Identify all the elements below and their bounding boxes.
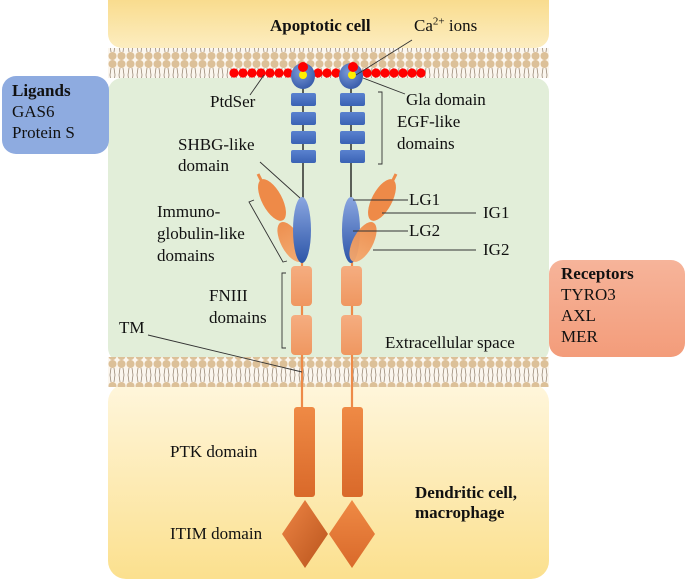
ptdser-dot	[407, 68, 417, 78]
ptdser-dot	[331, 68, 341, 78]
fn3-label-line2: domains	[209, 308, 267, 327]
ptk-domain-right	[342, 407, 363, 497]
receptor-tyro3: TYRO3	[561, 285, 616, 304]
apoptotic-cell-label: Apoptotic cell	[270, 16, 371, 35]
ptk-label: PTK domain	[170, 442, 258, 461]
ptdser-dot	[247, 68, 257, 78]
receptor-axl: AXL	[561, 306, 596, 325]
ligand-gas6: GAS6	[12, 102, 55, 121]
ptdser-dot	[238, 68, 248, 78]
ptdser-dot	[265, 68, 275, 78]
itim-domain-right	[329, 500, 375, 568]
egf-domain-block	[291, 93, 316, 106]
ig2-domain-right	[349, 222, 377, 262]
ptdser-dot	[362, 68, 372, 78]
ptdser-dot	[256, 68, 266, 78]
calcium-ion-right	[348, 71, 356, 79]
egf-domain-block	[291, 150, 316, 163]
apoptotic-cell-region	[108, 0, 549, 48]
egf-domain-block	[291, 131, 316, 144]
fn3-domain-right-2	[341, 315, 362, 355]
ptdser-bound-right	[348, 62, 358, 72]
egf-domain-block	[340, 131, 365, 144]
ligands-title: Ligands	[12, 81, 71, 100]
fn3-domain-left-1	[291, 266, 312, 306]
ptk-domain-left	[294, 407, 315, 497]
ptdser-molecules	[229, 68, 426, 78]
calcium-label-base: Ca	[414, 16, 433, 35]
extracellular-space-label: Extracellular space	[385, 333, 515, 352]
tm-label: TM	[119, 318, 145, 337]
gla-domain-label: Gla domain	[406, 90, 486, 109]
shbg-label-line1: SHBG-like	[178, 135, 255, 154]
egf-domain-block	[340, 150, 365, 163]
egf-label-line2: domains	[397, 134, 455, 153]
fn3-domain-left-2	[291, 315, 312, 355]
fn3-label-line1: FNIII	[209, 286, 248, 305]
ptdser-dot	[380, 68, 390, 78]
egf-domain-block	[340, 112, 365, 125]
itim-label: ITIM domain	[170, 524, 263, 543]
ig2-label: IG2	[483, 240, 510, 259]
ig1-label: IG1	[483, 203, 510, 222]
ptdser-dot	[313, 68, 323, 78]
ptdser-bound-left	[298, 62, 308, 72]
calcium-ions-label: Ca2+ ions	[414, 16, 477, 36]
ptdser-dot	[416, 68, 426, 78]
egf-domain-block	[291, 112, 316, 125]
host-cell-label-line1: Dendritic cell,	[415, 483, 517, 502]
fn3-domain-right-1	[341, 266, 362, 306]
ig-label-line1: Immuno-	[157, 202, 221, 221]
leader-lines	[147, 39, 476, 373]
extracellular-space-region	[108, 78, 549, 362]
egf-domains-right	[340, 93, 365, 163]
lg-domain-left	[293, 197, 311, 263]
lg2-label: LG2	[409, 221, 441, 240]
ptdser-dot	[371, 68, 381, 78]
calcium-label-sup: 2+	[432, 15, 445, 28]
receptor-mer: MER	[561, 327, 598, 346]
egf-label-line1: EGF-like	[397, 112, 461, 131]
ptdser-dot	[389, 68, 399, 78]
ptdser-dot	[274, 68, 284, 78]
receptors-title: Receptors	[561, 264, 634, 283]
itim-domain-left	[282, 500, 328, 568]
egf-domain-block	[340, 93, 365, 106]
calcium-ion-left	[299, 71, 307, 79]
lg1-label: LG1	[409, 190, 441, 209]
ig-label-line3: domains	[157, 246, 215, 265]
calcium-label-rest: ions	[444, 16, 478, 35]
receptors-box: Receptors TYRO3 AXL MER	[549, 260, 685, 357]
ptdser-dot	[283, 68, 293, 78]
ig-domains-right	[368, 173, 398, 221]
ptdser-label: PtdSer	[210, 92, 256, 111]
host-cell-label-line2: macrophage	[415, 503, 505, 522]
ligands-box: Ligands GAS6 Protein S	[2, 76, 109, 154]
egf-domains-left	[291, 93, 316, 163]
host-cell-region	[108, 384, 549, 579]
ig-label-line2: globulin-like	[157, 224, 245, 243]
host-membrane-lipids	[108, 357, 549, 387]
ptdser-dot	[322, 68, 332, 78]
ptdser-dot	[229, 68, 239, 78]
ligand-protein-s: Protein S	[12, 123, 75, 142]
ptdser-dot	[398, 68, 408, 78]
shbg-label-line2: domain	[178, 156, 229, 175]
